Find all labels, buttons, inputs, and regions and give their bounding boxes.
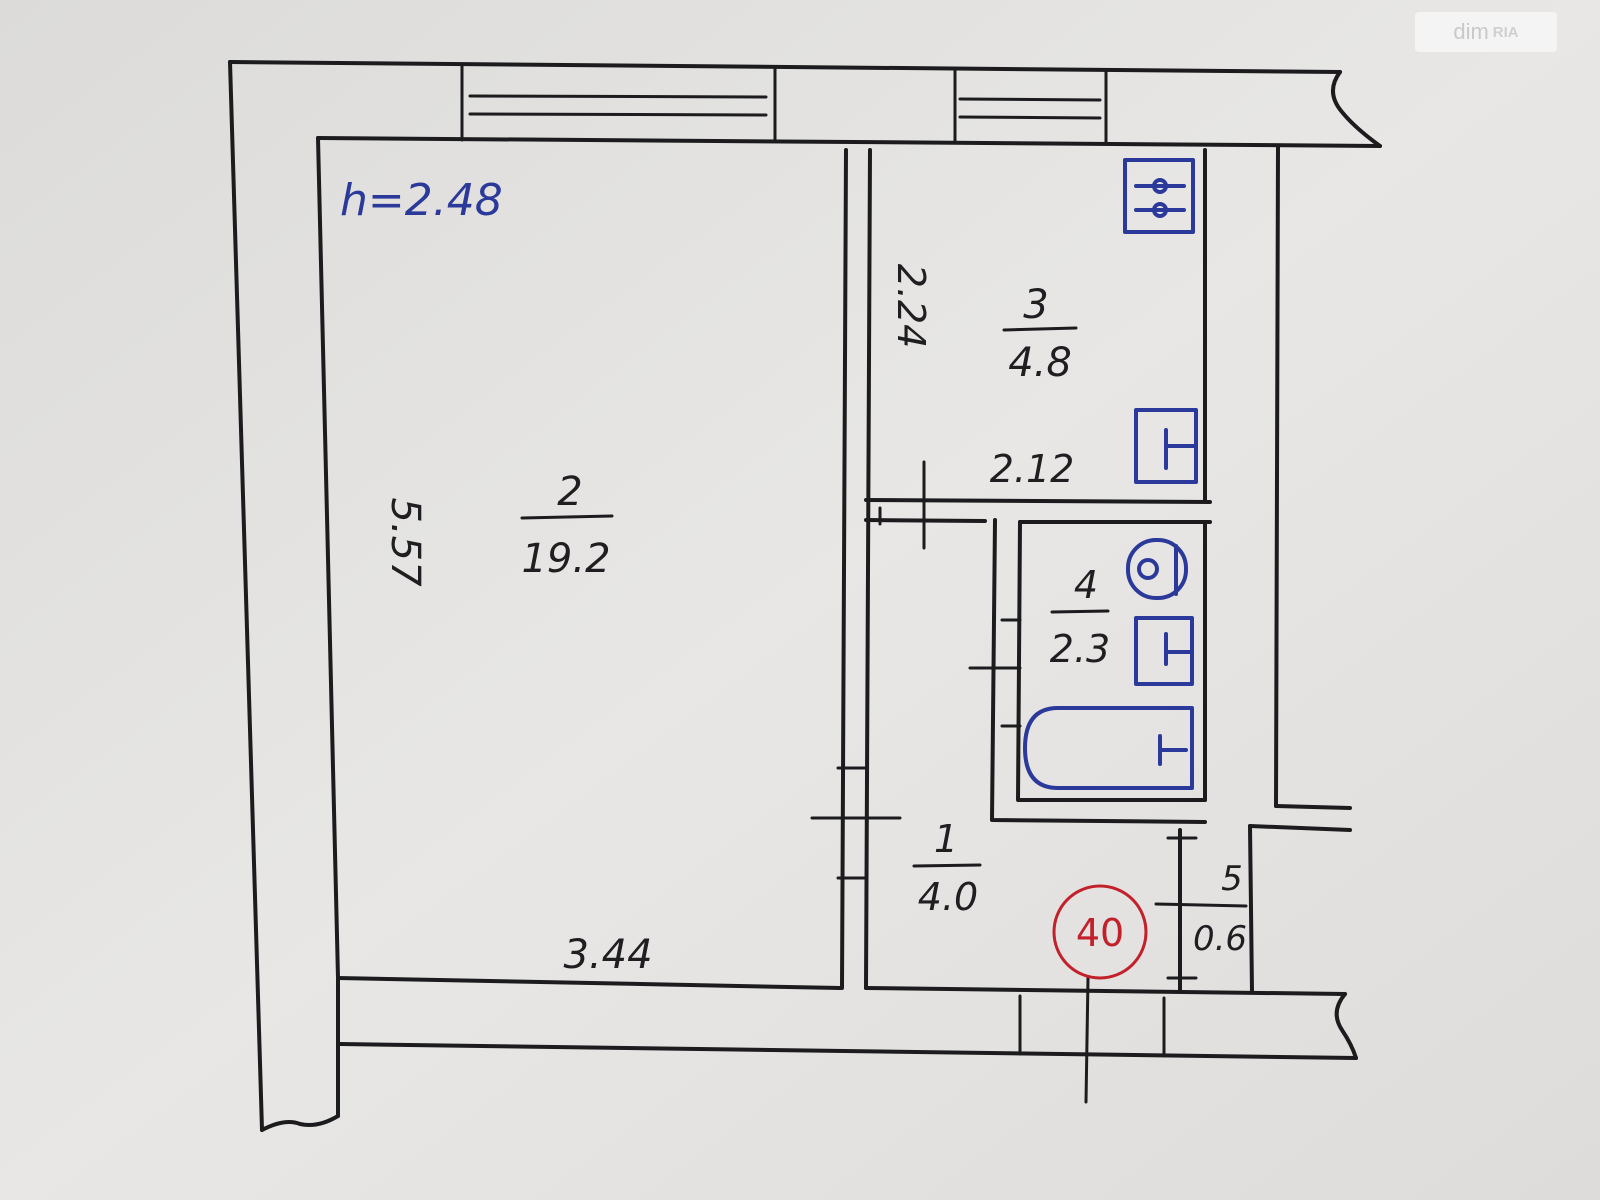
kitchen-bottom-wall-a: [864, 498, 1212, 504]
bathtub-icon: [1023, 706, 1194, 790]
window-kitchen-glass: [958, 97, 1102, 120]
stove-icon: [1123, 158, 1195, 234]
right-lower-wall: [1248, 824, 1254, 994]
top-inner-wall: [316, 136, 1382, 148]
kitchen-width: 2.12: [990, 447, 1075, 491]
living-room-width: 3.44: [563, 932, 652, 978]
watermark-logo: dim RIA: [1415, 12, 1557, 52]
top-wall-break: [1331, 70, 1382, 148]
top-outer-wall: [228, 60, 1342, 74]
door-bathroom-marks: [968, 618, 1022, 728]
left-outer-wall: [228, 60, 264, 1132]
door-kitchen-marks: [878, 460, 926, 550]
room-2-area: 19.2: [521, 536, 610, 582]
room-3-number: 3: [1023, 282, 1048, 328]
window-kitchen-frame: [953, 68, 1108, 146]
room-2-divider: [520, 514, 614, 520]
door-living-marks: [810, 766, 902, 880]
door-closet-marks: [1154, 836, 1248, 980]
room-5-number: 5: [1221, 859, 1243, 899]
door-marks: [810, 460, 1248, 1104]
apartment-number-stamp: 40: [1052, 884, 1148, 980]
kitchen-sink-icon: [1134, 408, 1198, 484]
washbasin-icon: [1134, 616, 1194, 686]
room-3-area: 4.8: [1008, 340, 1072, 386]
partition-living-kitchen-b: [864, 148, 872, 990]
bottom-inner-wall-living: [336, 976, 842, 990]
right-inner-wall: [1274, 144, 1280, 808]
room-4-number: 4: [1074, 563, 1098, 607]
stamp-number: 40: [1076, 911, 1124, 955]
room-5-area: 0.6: [1193, 919, 1247, 959]
bottom-outer-wall: [338, 1042, 1358, 1060]
room-1-divider: [912, 863, 982, 868]
entrance-mark: [1084, 976, 1090, 1104]
room-4-area: 2.3: [1050, 627, 1110, 671]
partition-living-kitchen-a: [840, 148, 848, 990]
window-living-frame: [460, 64, 777, 143]
bottom-inner-wall-hall: [864, 986, 1347, 996]
living-room-length: 5.57: [382, 497, 428, 587]
ceiling-height-label: h=2.48: [340, 175, 503, 226]
window-living-glass: [468, 94, 768, 117]
fixtures: [1023, 158, 1198, 790]
left-wall-break: [260, 1114, 340, 1132]
right-wall-stub: [1274, 804, 1352, 810]
labels: h=2.48 2 19.2 3 4.8 4 2.3 1 4.0 5 0.6 5.…: [340, 175, 1247, 978]
watermark-ria: RIA: [1492, 23, 1519, 41]
windows: [460, 64, 1108, 146]
left-inner-wall: [316, 136, 340, 980]
room-1-area: 4.0: [918, 875, 978, 919]
stamp-circle: [1052, 884, 1148, 980]
room-1-number: 1: [934, 817, 958, 861]
outer-walls: [228, 60, 1382, 1132]
room-3-divider: [1002, 326, 1078, 332]
right-wall-stub-2: [1248, 824, 1352, 832]
room-4-divider: [1050, 609, 1110, 614]
room-2-number: 2: [557, 469, 582, 515]
entrance-door-frame: [1018, 994, 1166, 1058]
watermark-brand: dim: [1453, 19, 1489, 44]
kitchen-length: 2.24: [889, 264, 933, 349]
bathroom-inner-wall: [1016, 520, 1207, 802]
toilet-icon: [1126, 538, 1188, 600]
bottom-wall-break: [1334, 992, 1358, 1060]
bathroom-outer-wall: [990, 518, 1207, 824]
